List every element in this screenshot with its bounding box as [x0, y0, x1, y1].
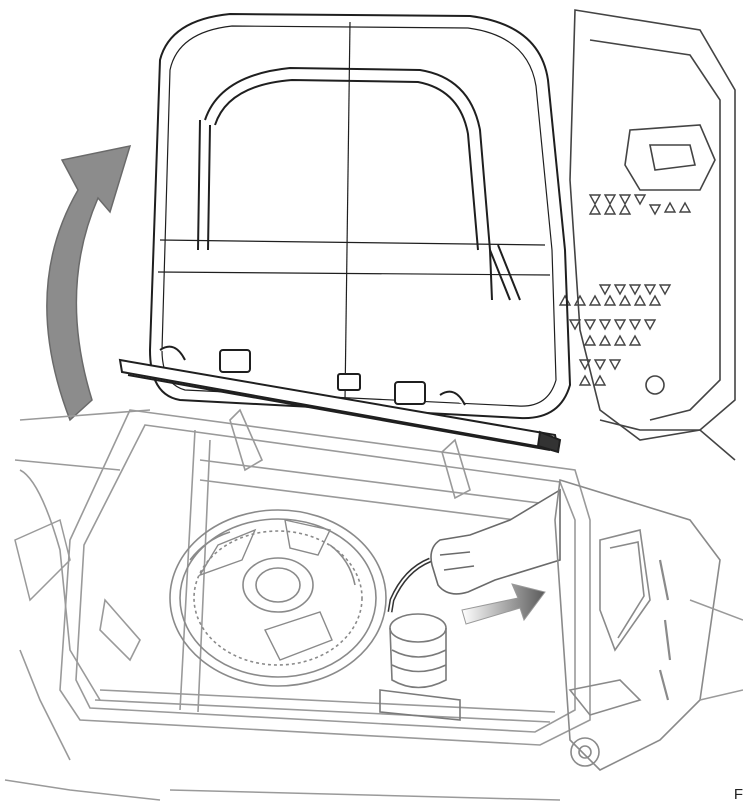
- hand: [387, 488, 561, 613]
- right-panel: [558, 9, 736, 461]
- triangle-grip-pattern: [558, 194, 692, 386]
- filler-cap: [379, 613, 461, 721]
- storage-compartment: [14, 408, 591, 761]
- outer-frame-details: [4, 518, 743, 801]
- rotation-arrow: [46, 145, 132, 422]
- seat-back: [148, 12, 572, 420]
- seat-hinge-bar: [118, 345, 562, 454]
- side-console: [554, 478, 721, 771]
- pull-direction-arrow: [461, 583, 546, 625]
- spare-wheel-cover: [169, 509, 387, 687]
- figure-corner-label: F: [733, 786, 743, 803]
